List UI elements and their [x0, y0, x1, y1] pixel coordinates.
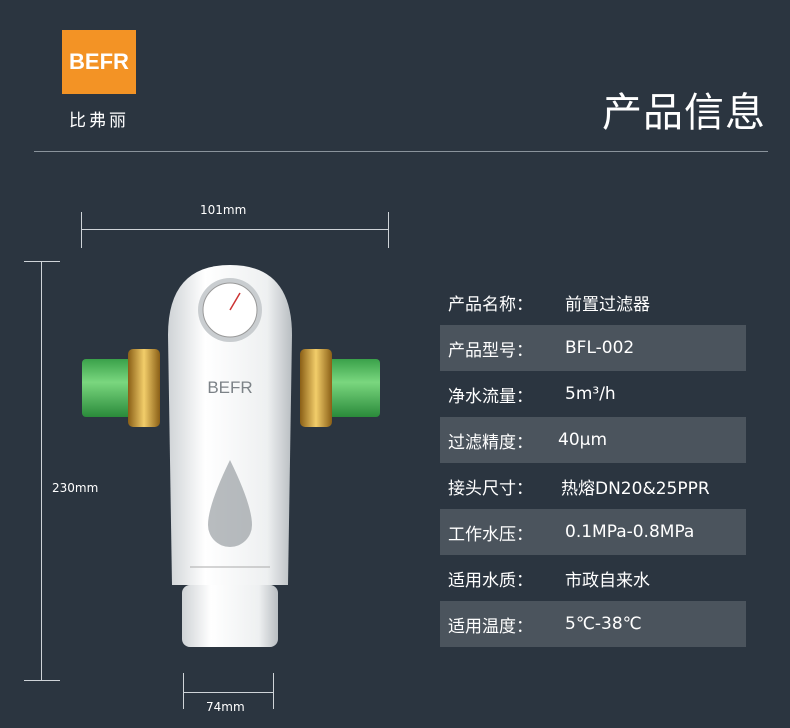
spec-row: 过滤精度： 40μm	[440, 417, 746, 463]
brand-name: 比弗丽	[69, 111, 129, 131]
dim-tick	[388, 212, 389, 248]
page-title: 产品信息	[602, 90, 766, 136]
spec-label: 净水流量：	[448, 386, 533, 407]
spec-label: 产品名称：	[448, 294, 533, 315]
height-line	[41, 261, 42, 681]
spec-value: 热熔DN20&25PPR	[561, 478, 710, 499]
spec-value: BFL-002	[565, 338, 635, 358]
spec-row: 接头尺寸： 热熔DN20&25PPR	[440, 463, 746, 509]
spec-row: 适用水质： 市政自来水	[440, 555, 746, 601]
spec-label: 适用温度：	[448, 616, 533, 637]
dim-tick	[24, 261, 60, 262]
spec-row: 产品型号： BFL-002	[440, 325, 746, 371]
spec-value: 40μm	[558, 430, 608, 450]
dim-tick	[273, 673, 274, 709]
spec-table: 产品名称： 前置过滤器 产品型号： BFL-002 净水流量： 5m³/h 过滤精度：…	[440, 279, 746, 647]
spec-value: 市政自来水	[565, 570, 650, 591]
spec-row: 产品名称： 前置过滤器	[440, 279, 746, 325]
dim-tick	[183, 673, 184, 709]
spec-row: 净水流量： 5m³/h	[440, 371, 746, 417]
spec-value: 5℃-38℃	[565, 614, 642, 634]
spec-label: 工作水压：	[448, 524, 533, 545]
divider	[34, 151, 768, 152]
spec-label: 适用水质：	[448, 570, 533, 591]
width-top-line	[81, 229, 388, 230]
dim-tick	[81, 212, 82, 248]
spec-value: 0.1MPa-0.8MPa	[565, 522, 695, 542]
spec-label: 产品型号：	[448, 340, 533, 361]
height-label: 230mm	[52, 481, 99, 495]
spec-value: 前置过滤器	[565, 294, 650, 315]
spec-label: 接头尺寸：	[448, 478, 533, 499]
width-bottom-line	[183, 692, 273, 693]
product-label: BEFR	[207, 378, 252, 397]
width-bottom-label: 74mm	[206, 700, 245, 714]
spec-row: 适用温度： 5℃-38℃	[440, 601, 746, 647]
brand-logo: BEFR	[62, 30, 136, 94]
dim-tick	[24, 680, 60, 681]
spec-label: 过滤精度：	[448, 432, 533, 453]
filter-product-image: BEFR	[82, 265, 380, 647]
spec-row: 工作水压： 0.1MPa-0.8MPa	[440, 509, 746, 555]
width-top-label: 101mm	[200, 203, 247, 217]
spec-value: 5m³/h	[565, 384, 616, 404]
